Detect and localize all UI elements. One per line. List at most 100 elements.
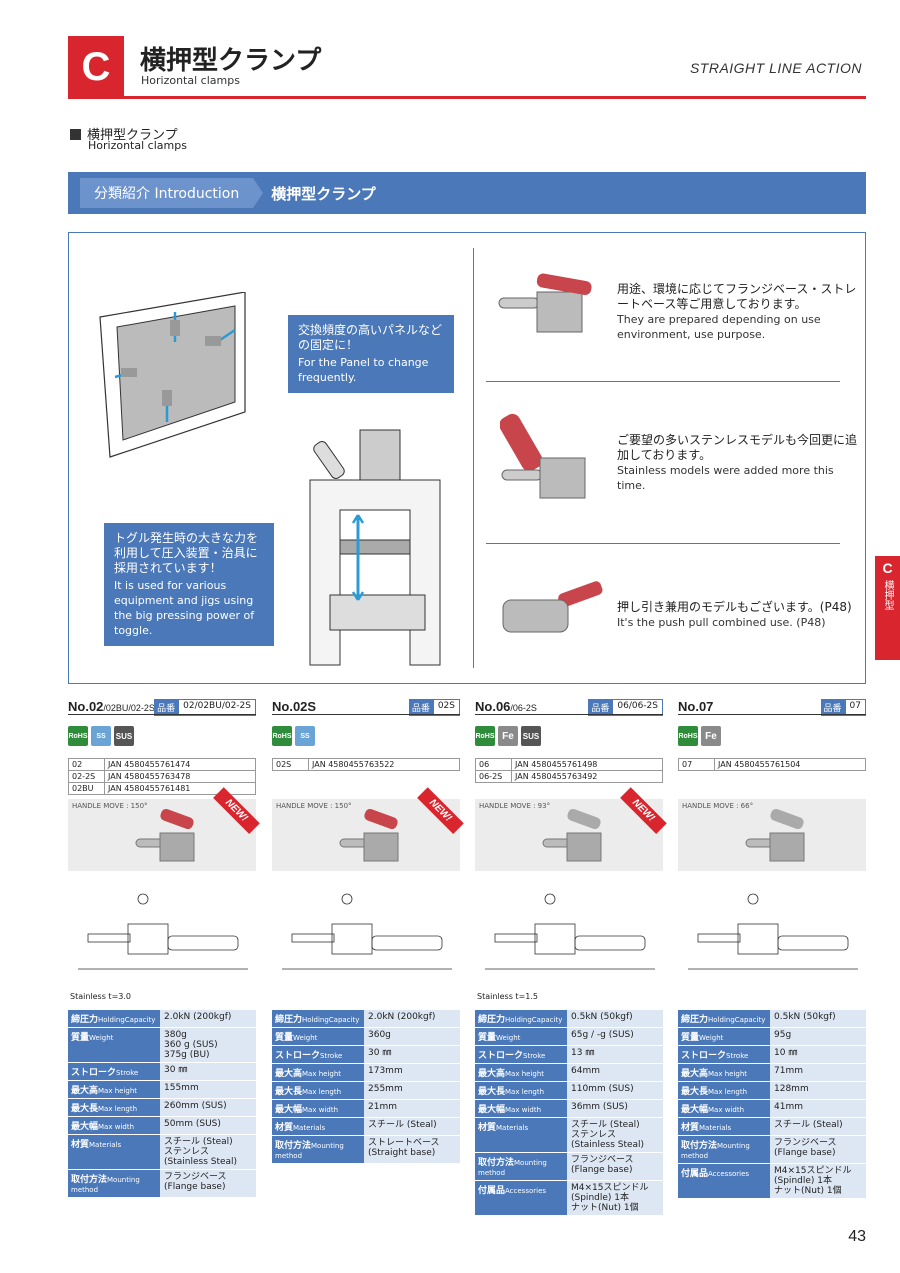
model-underline — [272, 714, 460, 715]
spec-key: ストロークStroke — [475, 1046, 567, 1063]
spec-value: 173mm — [368, 1066, 403, 1076]
spec-value: 95g — [774, 1030, 792, 1040]
spec-value: 255mm — [368, 1084, 403, 1094]
spec-value: 36mm (SUS) — [571, 1102, 628, 1112]
page-number: 43 — [848, 1228, 866, 1245]
spec-value: 2.0kN (200kgf) — [368, 1012, 436, 1022]
spec-value: 128mm — [774, 1084, 809, 1094]
spec-value: フランジベース (Flange base) — [774, 1138, 837, 1158]
handle-move-label: HANDLE MOVE : 66° — [682, 802, 754, 810]
spec-value: 0.5kN (50kgf) — [571, 1012, 633, 1022]
spec-key: 質量Weight — [678, 1028, 770, 1045]
spec-value: 155mm — [164, 1083, 199, 1093]
spec-row: 最大高Max height 173mm — [272, 1064, 460, 1082]
stainless-badge: SS — [91, 726, 111, 746]
intro-divider — [473, 248, 474, 668]
steel-badge: Fe — [498, 726, 518, 746]
dimension-drawing — [688, 893, 858, 970]
spec-key: 質量Weight — [272, 1028, 364, 1045]
spec-key: 質量Weight — [475, 1028, 567, 1045]
spec-value: フランジベース (Flange base) — [164, 1172, 227, 1192]
spec-key: 質量Weight — [68, 1028, 160, 1062]
spec-value: M4×15スピンドル (Spindle) 1本 ナット(Nut) 1個 — [571, 1183, 649, 1213]
spec-row: 締圧力HoldingCapacity 0.5kN (50kgf) — [475, 1010, 663, 1028]
spec-key: 材質Materials — [68, 1135, 160, 1169]
header-rule — [68, 96, 866, 99]
spec-key: ストロークStroke — [272, 1046, 364, 1063]
spec-value: 380g 360 g (SUS) 375g (BU) — [164, 1030, 218, 1060]
spec-value: スチール (Steal) ステンレス (Stainless Steal) — [164, 1137, 238, 1167]
spec-key: 締圧力HoldingCapacity — [475, 1010, 567, 1027]
spec-row: 締圧力HoldingCapacity 0.5kN (50kgf) — [678, 1010, 866, 1028]
clamp-icon — [542, 808, 602, 862]
chapter-side-tab[interactable]: C 横押型 — [875, 556, 900, 660]
spec-value: フランジベース (Flange base) — [571, 1155, 634, 1175]
section-heading: 横押型クランプ — [70, 124, 178, 143]
spec-value: M4×15スピンドル (Spindle) 1本 ナット(Nut) 1個 — [774, 1166, 852, 1196]
product-photo: HANDLE MOVE : 150°NEW! — [272, 787, 464, 871]
spec-value: スチール (Steal) — [368, 1120, 437, 1130]
feature-separator — [486, 381, 840, 382]
spec-value: 0.5kN (50kgf) — [774, 1012, 836, 1022]
clamp-flange-image — [498, 273, 592, 333]
spec-value: 260mm (SUS) — [164, 1101, 227, 1111]
model-underline — [68, 714, 256, 715]
dimension-drawing — [485, 893, 655, 970]
spec-key: 付属品Accessories — [475, 1181, 567, 1215]
spec-value: 21mm — [368, 1102, 397, 1112]
clamp-icon — [339, 808, 399, 862]
spec-key: 最大高Max height — [678, 1064, 770, 1081]
intro-tag: 分類紹介 Introduction — [80, 178, 264, 208]
rohs-badge: RoHS — [68, 726, 88, 746]
spec-value: 360g — [368, 1030, 391, 1040]
spec-key: 最大高Max height — [272, 1064, 364, 1081]
spec-key: 材質Materials — [475, 1118, 567, 1152]
spec-row: ストロークStroke 13 ㎜ — [475, 1046, 663, 1064]
handle-move-label: HANDLE MOVE : 150° — [72, 802, 148, 810]
handle-move-label: HANDLE MOVE : 93° — [479, 802, 551, 810]
spec-value: 50mm (SUS) — [164, 1119, 221, 1129]
spec-key: 最大幅Max width — [475, 1100, 567, 1117]
product-model: No.07 — [678, 699, 714, 714]
spec-key: ストロークStroke — [68, 1063, 160, 1080]
sus-badge: SUS — [114, 726, 134, 746]
spec-key: 最大長Max length — [68, 1099, 160, 1116]
spec-value: 71mm — [774, 1066, 803, 1076]
spec-key: 締圧力HoldingCapacity — [678, 1010, 770, 1027]
spec-value: 10 ㎜ — [774, 1048, 798, 1058]
spec-value: 13 ㎜ — [571, 1048, 595, 1058]
header-tagline: STRAIGHT LINE ACTION — [689, 60, 862, 76]
stainless-note: Stainless t=3.0 — [70, 992, 131, 1001]
model-underline — [475, 714, 663, 715]
spec-row: 最大長Max length 260mm (SUS) — [68, 1099, 256, 1117]
page-title: 横押型クランプ — [140, 46, 322, 76]
